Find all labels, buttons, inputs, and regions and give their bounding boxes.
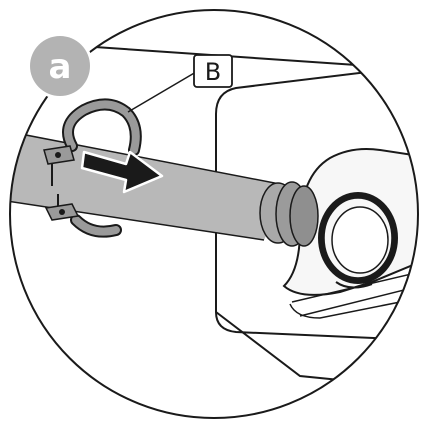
detail-scene bbox=[10, 45, 418, 389]
step-badge-label: a bbox=[49, 47, 72, 87]
callout-box bbox=[193, 54, 233, 88]
push-arrow-icon bbox=[80, 150, 164, 194]
callout-b: B bbox=[193, 54, 233, 88]
callout-leader-line bbox=[127, 71, 197, 113]
pipe-clamp bbox=[43, 98, 142, 238]
callout-label: B bbox=[205, 58, 221, 86]
detail-circle-outline bbox=[9, 9, 419, 419]
step-badge-fill bbox=[30, 36, 90, 96]
wall-flange-ring bbox=[318, 192, 398, 289]
step-badge: a bbox=[27, 33, 93, 99]
